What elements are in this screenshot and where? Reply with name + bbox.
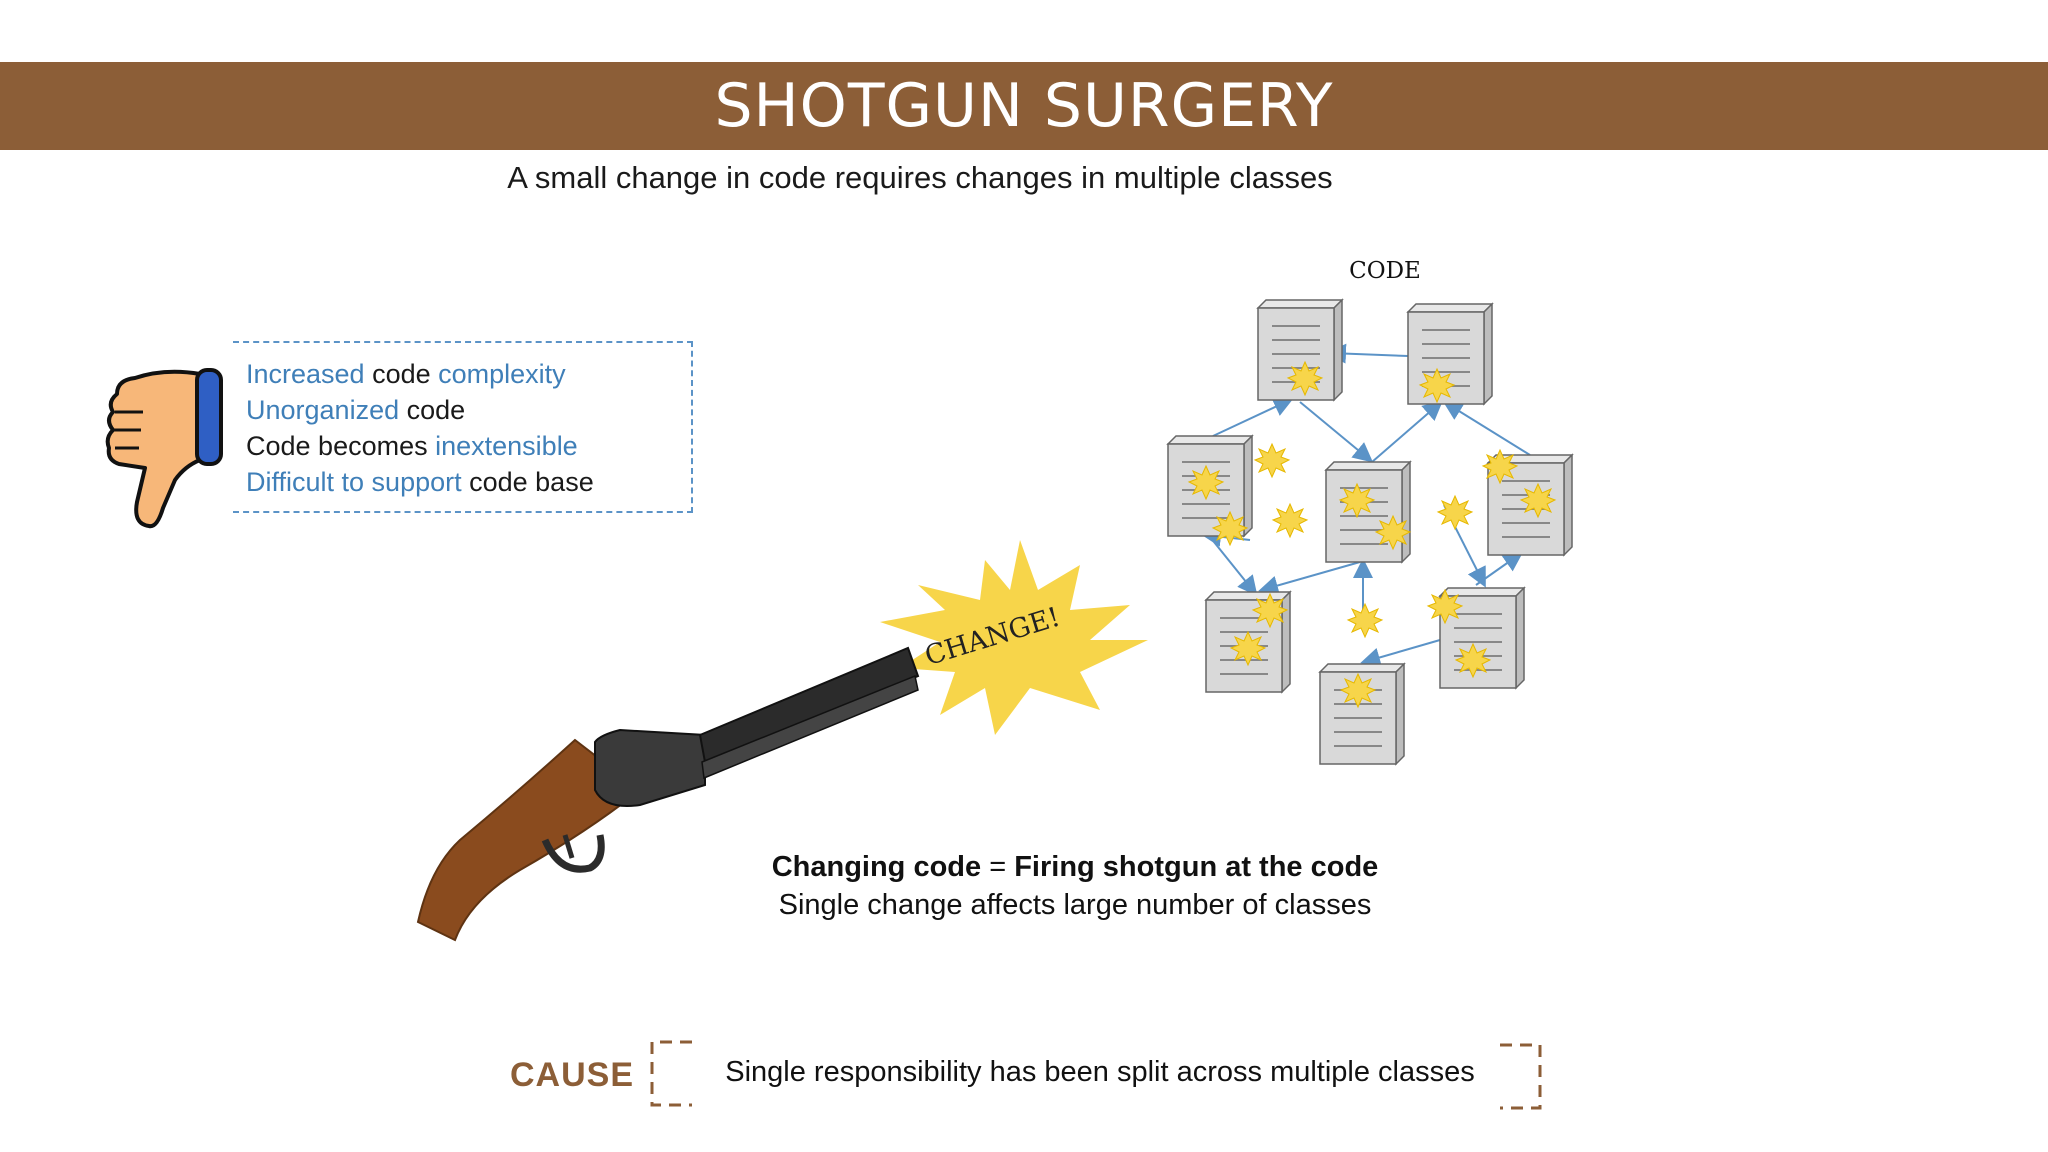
cause-label: CAUSE <box>510 1056 635 1094</box>
consequence-fragment: inextensible <box>435 431 578 461</box>
code-label: CODE <box>1349 258 1421 284</box>
consequence-fragment: Increased <box>246 359 365 389</box>
formula-line-2: Single change affects large number of cl… <box>778 889 1372 921</box>
formula-rhs: Firing shotgun at the code <box>1014 851 1379 883</box>
explosion-icon: CHANGE! <box>880 540 1148 735</box>
cause-text: Single responsibility has been split acr… <box>725 1056 1475 1088</box>
formula: Changing code = Firing shotgun at the co… <box>700 848 1450 924</box>
consequence-fragment: Unorganized <box>246 395 400 425</box>
consequence-fragment: Code becomes <box>246 431 436 461</box>
consequence-item: Unorganized code <box>246 392 594 428</box>
consequence-fragment: code base <box>461 467 594 497</box>
consequence-item: Difficult to support code base <box>246 464 594 500</box>
formula-line-1: Changing code = Firing shotgun at the co… <box>700 848 1450 886</box>
consequences-list: Increased code complexity Unorganized co… <box>246 356 594 500</box>
formula-lhs: Changing code <box>771 851 982 883</box>
consequence-fragment: Difficult to support <box>246 467 462 497</box>
consequence-fragment: complexity <box>438 359 566 389</box>
formula-eq: = <box>981 851 1015 883</box>
consequence-item: Code becomes inextensible <box>246 428 594 464</box>
consequence-fragment: code <box>399 395 466 425</box>
slide-title: SHOTGUN SURGERY <box>714 71 1334 141</box>
shotgun-icon <box>416 646 920 942</box>
consequence-item: Increased code complexity <box>246 356 594 392</box>
consequences-box <box>233 341 693 513</box>
consequence-fragment: code <box>364 359 439 389</box>
title-band <box>0 62 2048 150</box>
slide-subtitle: A small change in code requires changes … <box>507 160 1333 195</box>
